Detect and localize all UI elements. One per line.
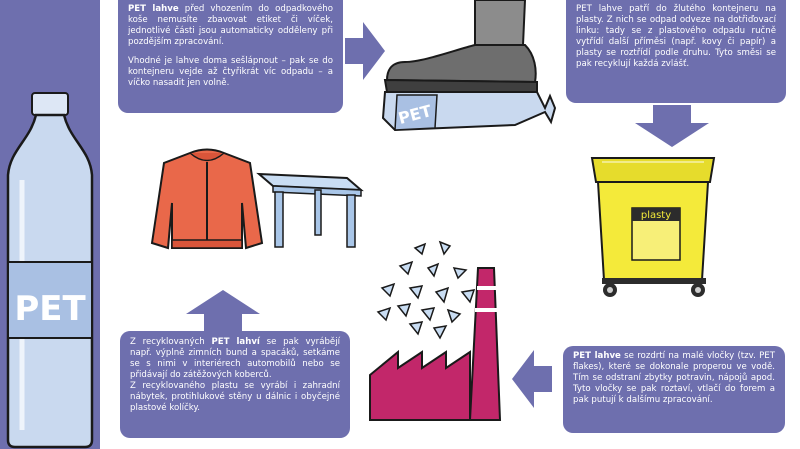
box2-text: PET lahve patří do žlutého kontejneru na… (576, 4, 776, 69)
box4-text-b: se pak vyrábějí např. výplně zimních bun… (130, 337, 340, 380)
box4-bold: PET lahví (211, 337, 260, 347)
garden-table-illustration (256, 172, 364, 248)
box3-text: se rozdrtí na malé vločky (tzv. PET flak… (573, 351, 775, 405)
box1-text: před vhozením do odpadkového koše nemusí… (128, 4, 333, 47)
arrow-right-icon (345, 22, 385, 80)
info-box-recycled-products: Z recyklovaných PET lahví se pak vyráběj… (120, 331, 350, 438)
box4-text-a: Z recyklovaných (130, 337, 212, 347)
yellow-plastic-bin-illustration: plasty (590, 157, 716, 297)
pet-bottle-illustration: PET (6, 92, 94, 449)
info-box-yellow-container: PET lahve patří do žlutého kontejneru na… (566, 0, 786, 103)
box1-text2: Vhodné je lahve doma sešlápnout – pak se… (128, 56, 333, 88)
bottle-label: PET (14, 289, 86, 329)
shoe-crushing-bottle-illustration: PET (381, 0, 557, 132)
box4-text2: Z recyklovaného plastu se vyrábí i zahra… (130, 381, 340, 413)
factory-flakes-illustration (369, 240, 502, 421)
bin-label: plasty (641, 210, 671, 221)
box3-bold: PET lahve (573, 351, 621, 361)
arrow-down-icon (635, 105, 709, 147)
info-box-pet-flakes: PET lahve se rozdrtí na malé vločky (tzv… (563, 346, 785, 433)
jacket-illustration (150, 148, 264, 250)
arrow-left-icon (512, 350, 552, 408)
pet-flakes-icon (376, 240, 476, 340)
arrow-up-icon (186, 290, 260, 332)
box1-bold: PET lahve (128, 4, 179, 14)
info-box-before-disposal: PET lahve před vhozením do odpadkového k… (118, 0, 343, 113)
